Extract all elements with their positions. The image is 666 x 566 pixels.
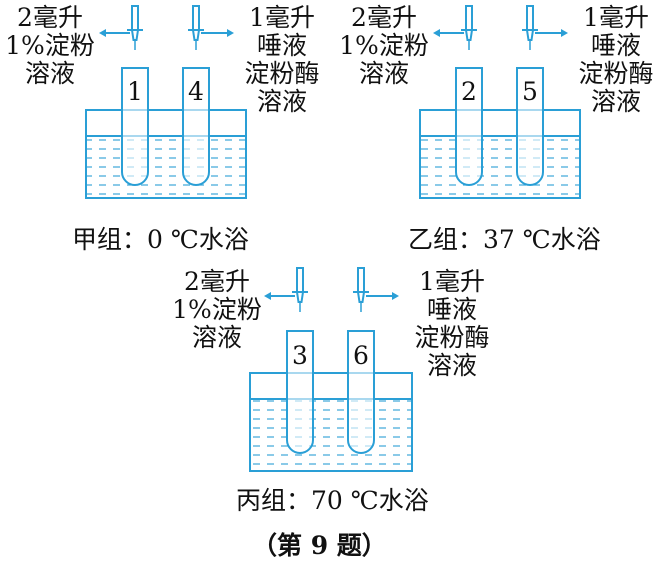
- arrow-right-icon: [201, 29, 234, 37]
- reagent-line: 1毫升: [249, 3, 315, 32]
- reagent-line: 2毫升: [351, 3, 417, 32]
- reagent-line: 1%淀粉: [5, 31, 95, 60]
- tube-number: 5: [522, 77, 538, 106]
- reagent-label-amylase: 1毫升 唾液 淀粉酶 溶液: [232, 4, 332, 116]
- arrow-right-icon: [366, 292, 399, 300]
- tube-number: 6: [353, 341, 369, 370]
- tube-number: 1: [127, 77, 143, 106]
- test-tube-3: [286, 330, 314, 454]
- water-bath-bing: [249, 372, 413, 472]
- reagent-label-starch: 2毫升 1%淀粉 溶液: [334, 4, 434, 88]
- reagent-line: 淀粉酶: [244, 59, 320, 88]
- reagent-line: 唾液: [426, 295, 477, 324]
- arrow-left-icon: [264, 292, 295, 300]
- reagent-line: 溶液: [24, 59, 75, 88]
- group-jia: [85, 5, 247, 199]
- reagent-line: 1毫升: [419, 267, 485, 296]
- reagent-line: 溶液: [590, 87, 641, 116]
- dropper-icon: [291, 267, 309, 313]
- tube-number: 2: [461, 77, 477, 106]
- arrow-right-icon: [535, 29, 568, 37]
- dropper-icon: [521, 5, 539, 51]
- reagent-line: 淀粉酶: [578, 59, 654, 88]
- reagent-label-starch: 2毫升 1%淀粉 溶液: [0, 4, 100, 88]
- tube-number: 4: [188, 77, 204, 106]
- water-bath-yi: [419, 109, 581, 199]
- reagent-line: 1毫升: [583, 3, 649, 32]
- group-caption: 甲组：0 ℃水浴: [72, 225, 249, 254]
- group-bing: [249, 267, 413, 472]
- reagent-line: 1%淀粉: [339, 31, 429, 60]
- reagent-label-amylase: 1毫升 唾液 淀粉酶 溶液: [566, 4, 666, 116]
- group-caption: 乙组：37 ℃水浴: [408, 225, 601, 254]
- group-caption: 丙组：70 ℃水浴: [236, 486, 429, 515]
- figure-label: （第 9 题）: [252, 531, 387, 560]
- reagent-line: 溶液: [256, 87, 307, 116]
- water-bath-jia: [85, 109, 247, 199]
- reagent-line: 淀粉酶: [414, 323, 490, 352]
- reagent-line: 溶液: [426, 351, 477, 380]
- reagent-label-starch: 2毫升 1%淀粉 溶液: [167, 268, 267, 352]
- reagent-line: 唾液: [590, 31, 641, 60]
- dropper-icon: [352, 267, 370, 313]
- arrow-left-icon: [433, 29, 464, 37]
- tube-number: 3: [292, 341, 308, 370]
- arrow-left-icon: [99, 29, 130, 37]
- dropper-icon: [187, 5, 205, 51]
- group-yi: [419, 5, 581, 199]
- dropper-icon: [460, 5, 478, 51]
- reagent-line: 唾液: [256, 31, 307, 60]
- reagent-label-amylase: 1毫升 唾液 淀粉酶 溶液: [402, 268, 502, 380]
- reagent-line: 2毫升: [184, 267, 250, 296]
- dropper-icon: [126, 5, 144, 51]
- test-tube-1: [121, 67, 149, 186]
- reagent-line: 1%淀粉: [172, 295, 262, 324]
- reagent-line: 溶液: [191, 323, 242, 352]
- test-tube-4: [182, 67, 210, 186]
- test-tube-2: [455, 67, 483, 186]
- test-tube-5: [516, 67, 544, 186]
- reagent-line: 2毫升: [17, 3, 83, 32]
- test-tube-6: [347, 330, 375, 454]
- reagent-line: 溶液: [358, 59, 409, 88]
